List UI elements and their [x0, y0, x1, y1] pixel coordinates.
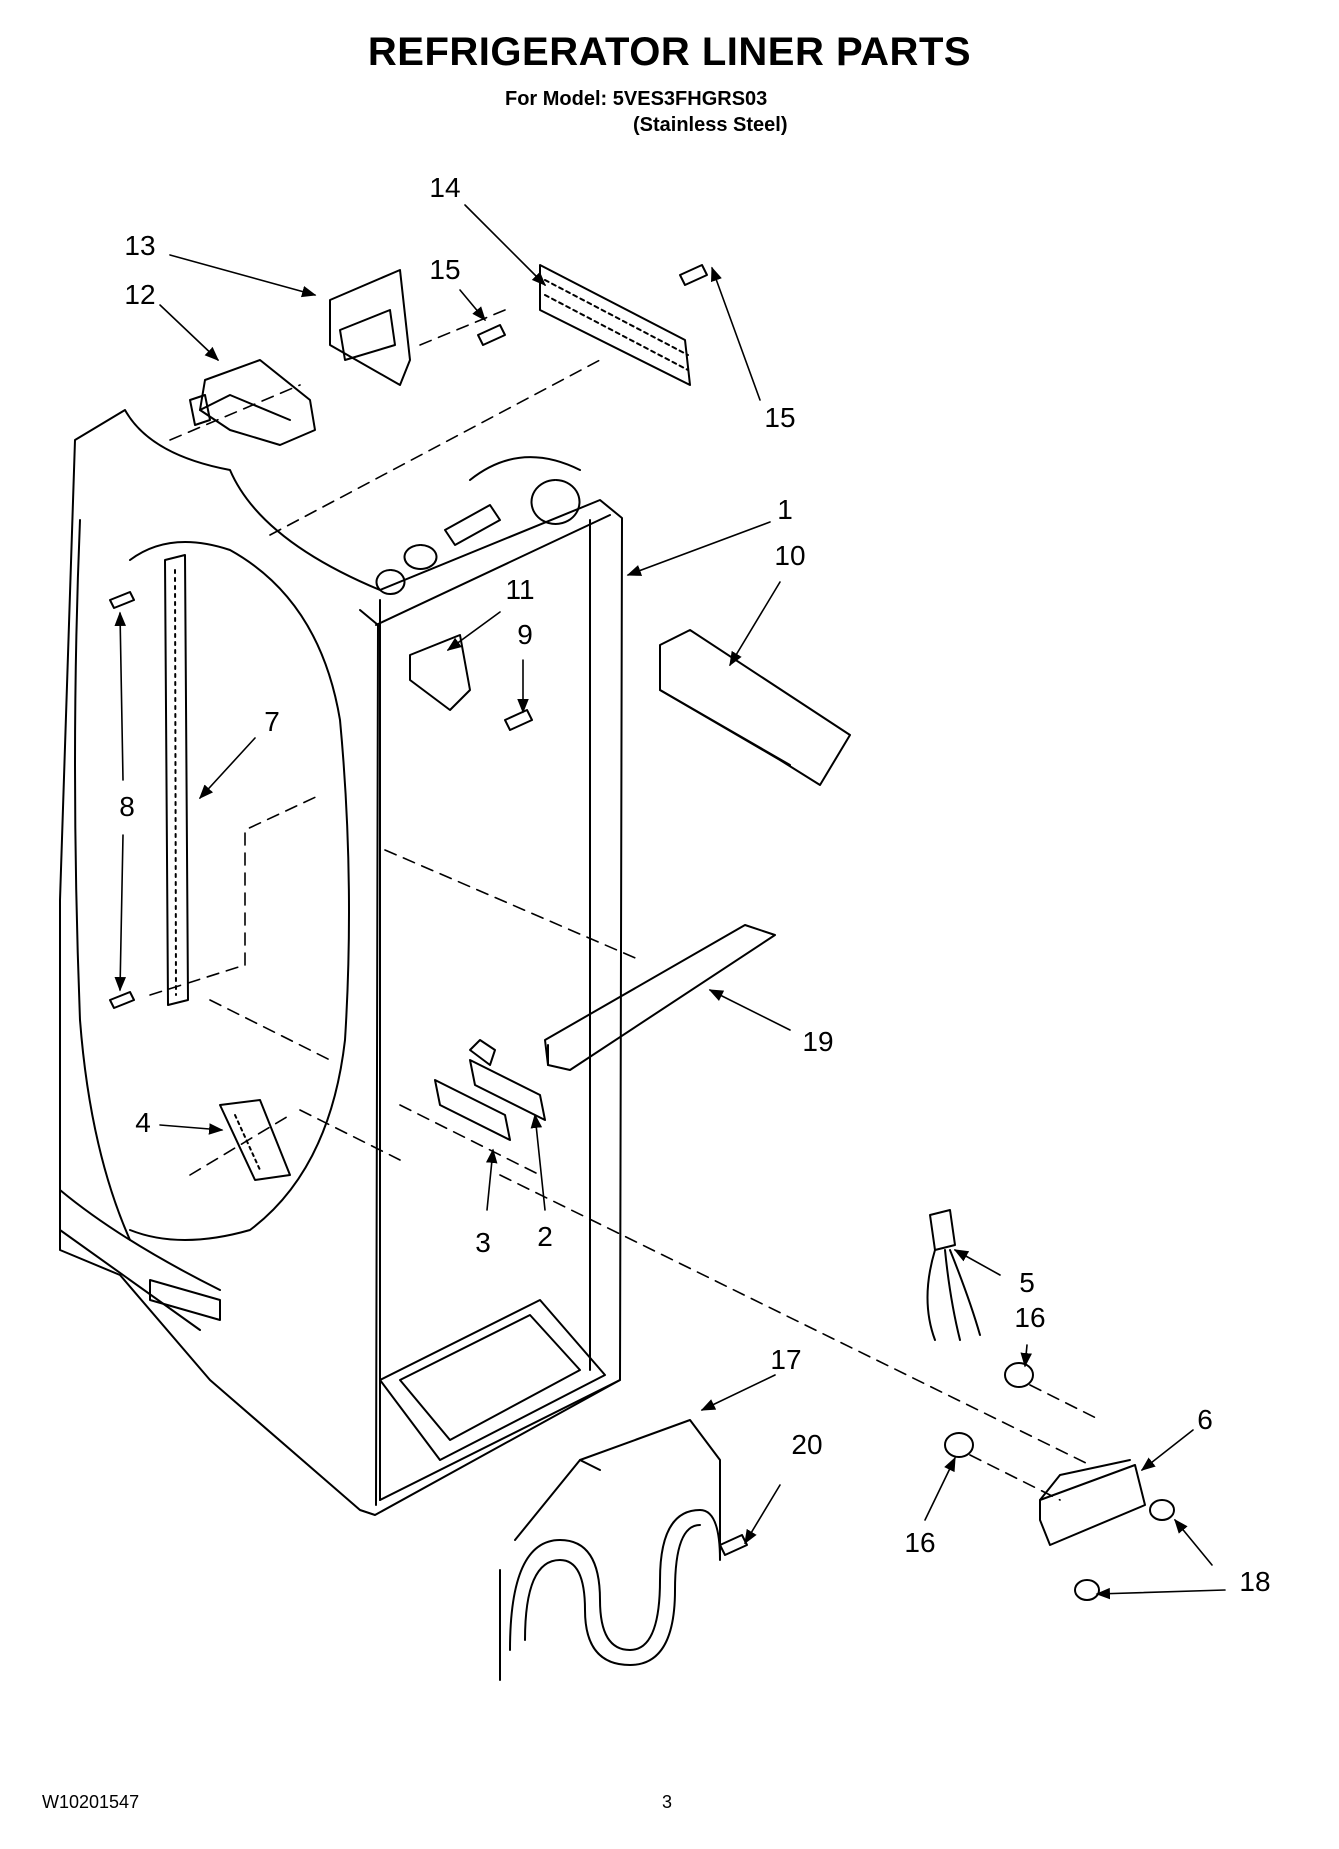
callout-2: 2: [537, 1221, 553, 1252]
finish-line: (Stainless Steel): [633, 114, 788, 136]
screw-group-8: [109, 591, 135, 1009]
callout-10: 10: [774, 540, 806, 571]
callout-5: 5: [1019, 1267, 1035, 1298]
page-title: REFRIGERATOR LINER PARTS: [367, 30, 972, 74]
callout-11: 11: [505, 574, 535, 605]
page-number: 3: [662, 1792, 673, 1812]
callout-13: 13: [124, 230, 156, 261]
crisper-support: [544, 924, 776, 1071]
callout-20: 20: [791, 1429, 823, 1460]
air-filter-strip: [539, 264, 691, 386]
bracket-13: [329, 269, 411, 386]
callout-3: 3: [475, 1227, 491, 1258]
screw-9: [504, 709, 533, 731]
callout-6: 6: [1197, 1404, 1213, 1435]
callout-7: 7: [264, 706, 280, 737]
bracket-11: [409, 634, 471, 711]
callout-15b: 15: [764, 402, 796, 433]
callout-15a: 15: [429, 254, 461, 285]
screw-15b: [679, 264, 708, 286]
callout-17: 17: [770, 1344, 802, 1375]
screw-15a: [477, 324, 506, 346]
bulb-18a: [1149, 1499, 1175, 1521]
callout-8: 8: [119, 791, 135, 822]
callout-18: 18: [1239, 1566, 1271, 1597]
callout-16a: 16: [1014, 1302, 1046, 1333]
document-number: W10201547: [42, 1792, 140, 1812]
callout-1: 1: [777, 494, 793, 525]
callout-16b: 16: [904, 1527, 936, 1558]
assembly-lines: [149, 309, 1101, 1501]
model-line: For Model: 5VES3FHGRS03: [505, 88, 768, 110]
defrost-heater: [499, 1419, 721, 1681]
wire-harness: [926, 1209, 981, 1341]
light-socket: [219, 1099, 291, 1181]
callout-9: 9: [517, 619, 533, 650]
callout-12: 12: [124, 279, 156, 310]
leader-arrows: [114, 204, 1226, 1600]
light-housing: [1039, 1459, 1146, 1546]
crisper-cover: [659, 629, 851, 786]
lamp-socket-16a: [1004, 1362, 1034, 1388]
callout-19: 19: [802, 1026, 834, 1057]
screw-20: [719, 1534, 748, 1556]
callout-14: 14: [429, 172, 461, 203]
lamp-socket-16b: [944, 1432, 974, 1458]
bulb-18b: [1074, 1579, 1100, 1601]
control-housing: [189, 359, 316, 446]
channel-pieces: [434, 1039, 546, 1141]
shelf-rail: [164, 554, 189, 1006]
liner-body: [59, 409, 623, 1516]
callout-4: 4: [135, 1107, 151, 1138]
